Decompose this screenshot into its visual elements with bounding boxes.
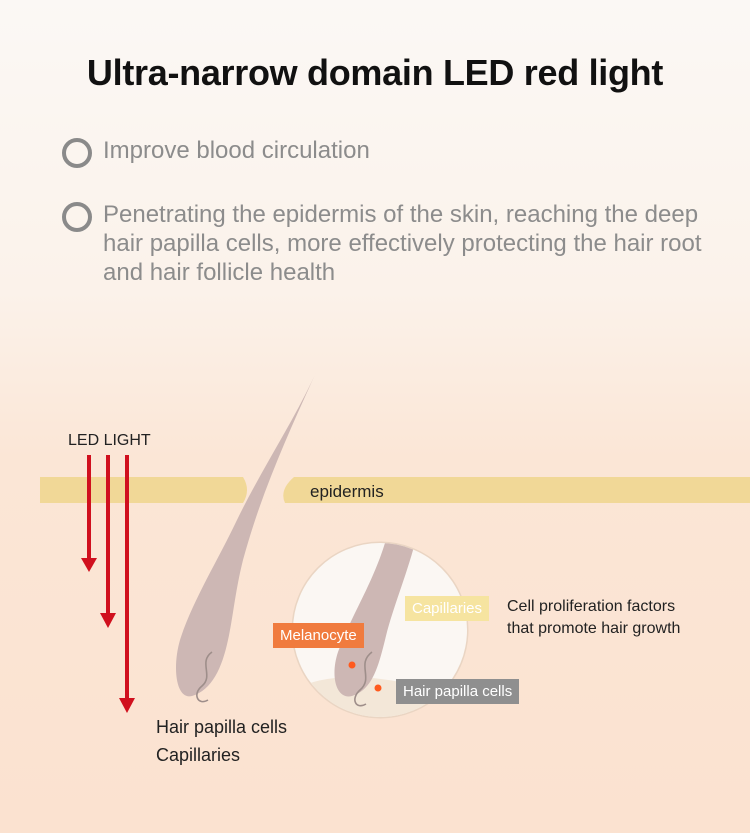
zoom-hair-shaft [334,543,415,697]
epidermis-label: epidermis [310,482,384,501]
epidermis-band-right [283,477,750,503]
bullet-item: Improve blood circulation [62,136,702,168]
bullet-item: Penetrating the epidermis of the skin, r… [62,200,702,287]
bottom-label-capillaries: Capillaries [156,745,241,765]
bottom-label-hair-papilla: Hair papilla cells [156,717,288,737]
hair-shaft [176,368,318,697]
melanocyte-tag: Melanocyte [273,623,364,648]
growth-factor-line-1: Cell proliferation factors [507,598,676,615]
capillaries-tag: Capillaries [405,596,490,621]
bullet-text: Penetrating the epidermis of the skin, r… [103,201,702,286]
hair-papilla-tag: Hair papilla cells [396,679,520,704]
zoom-papilla-curl [354,651,373,707]
led-arrows [81,455,135,713]
melanocyte-dot [348,661,356,669]
led-light-label: LED LIGHT [68,432,151,449]
page-title: Ultra-narrow domain LED red light [86,52,664,93]
epidermis-band-left [40,477,247,503]
circle-bullet-icon [62,202,92,232]
bullet-text: Improve blood circulation [103,137,370,164]
papilla-dot [374,684,382,692]
circle-bullet-icon [62,138,92,168]
growth-factor-line-2: that promote hair growth [507,620,681,637]
hair-papilla-curl [196,651,213,703]
